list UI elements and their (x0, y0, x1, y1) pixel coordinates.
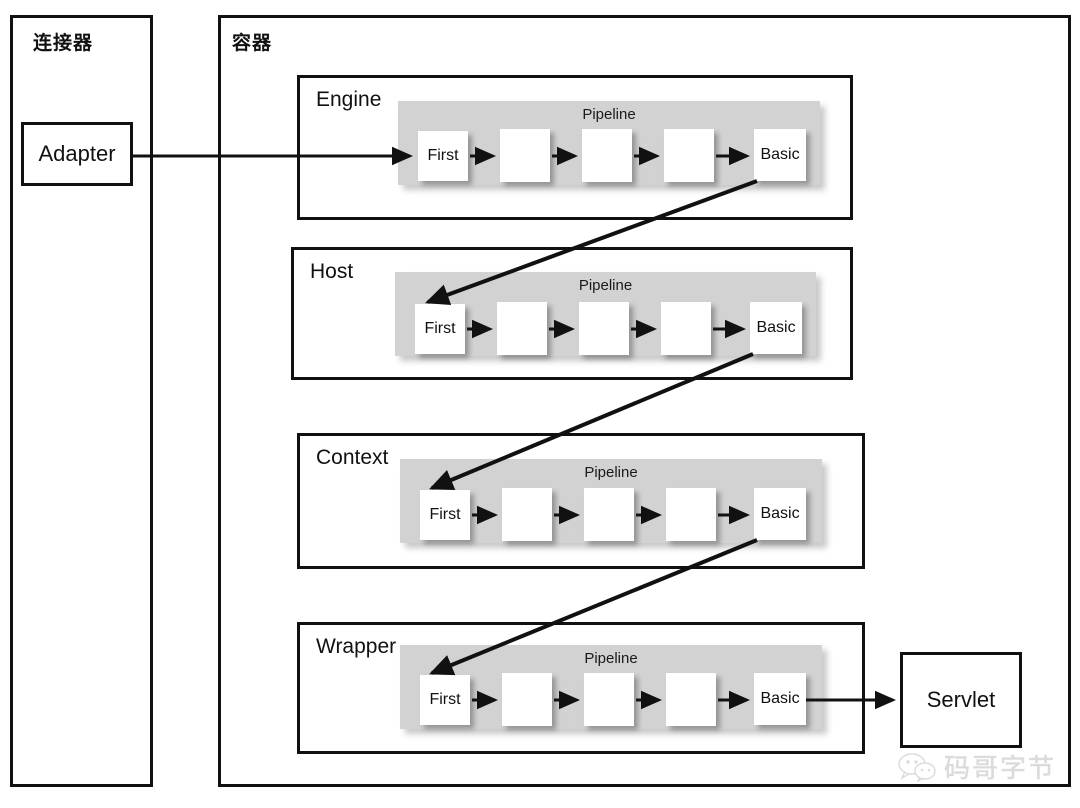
wrapper-valve-first[interactable]: First (420, 675, 470, 725)
context-valve-2[interactable] (502, 488, 552, 541)
adapter-box[interactable]: Adapter (21, 122, 133, 186)
engine-valve-first[interactable]: First (418, 131, 468, 181)
host-valve-basic[interactable]: Basic (750, 302, 802, 354)
engine-valve-2[interactable] (500, 129, 550, 182)
wrapper-valve-2[interactable] (502, 673, 552, 726)
servlet-box[interactable]: Servlet (900, 652, 1022, 748)
wrapper-pipeline-label: Pipeline (584, 650, 638, 667)
section-context-label: Context (316, 446, 389, 469)
context-valve-4[interactable] (666, 488, 716, 541)
section-host-label: Host (310, 260, 354, 283)
host-valve-first[interactable]: First (415, 304, 465, 354)
connector-panel-title: 连接器 (33, 33, 94, 54)
container-panel-title: 容器 (232, 33, 273, 54)
wrapper-valve-4[interactable] (666, 673, 716, 726)
host-valve-3[interactable] (579, 302, 629, 355)
section-engine-label: Engine (316, 88, 382, 111)
context-pipeline-label: Pipeline (584, 464, 638, 481)
context-valve-basic-label: Basic (760, 505, 800, 522)
watermark: 码哥字节 (898, 748, 1056, 785)
context-valve-first[interactable]: First (420, 490, 470, 540)
host-pipeline-label: Pipeline (578, 277, 633, 294)
engine-valve-basic[interactable]: Basic (754, 129, 806, 181)
wrapper-valve-first-label: First (429, 691, 461, 708)
wrapper-valve-basic-label: Basic (760, 690, 800, 707)
engine-valve-first-label: First (427, 147, 459, 164)
host-valve-first-label: First (424, 320, 456, 337)
context-valve-basic[interactable]: Basic (754, 488, 806, 540)
context-valve-3[interactable] (584, 488, 634, 541)
host-valve-2[interactable] (497, 302, 547, 355)
section-wrapper-label: Wrapper (316, 635, 397, 658)
wechat-icon (898, 752, 936, 782)
wrapper-valve-basic[interactable]: Basic (754, 673, 806, 725)
watermark-text: 码哥字节 (944, 753, 1057, 784)
host-valve-4[interactable] (661, 302, 711, 355)
engine-valve-3[interactable] (582, 129, 632, 182)
wrapper-valve-3[interactable] (584, 673, 634, 726)
engine-valve-basic-label: Basic (760, 146, 800, 163)
servlet-label: Servlet (926, 687, 996, 712)
engine-pipeline-label: Pipeline (582, 106, 636, 123)
adapter-label: Adapter (38, 141, 116, 166)
host-valve-basic-label: Basic (756, 319, 796, 336)
engine-valve-4[interactable] (664, 129, 714, 182)
context-valve-first-label: First (429, 506, 461, 523)
